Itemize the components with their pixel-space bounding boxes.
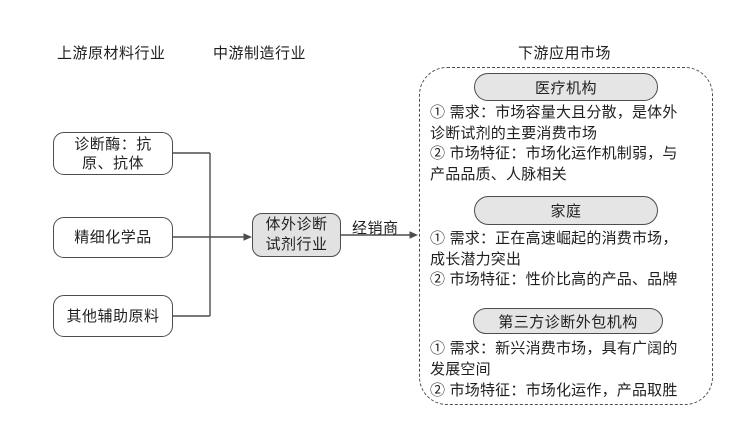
upstream-box-fine-chemicals: 精细化学品 (53, 217, 173, 258)
upstream-box-other-auxiliary-materials: 其他辅助原料 (53, 295, 173, 337)
pill-household: 家庭 (474, 196, 658, 225)
section-text-line: ① 需求：正在高速崛起的消费市场， (430, 230, 678, 247)
pill-medical-institutions: 医疗机构 (474, 73, 658, 101)
box-text-line: 其他辅助原料 (66, 307, 160, 325)
distributor-label: 经销商 (352, 220, 399, 237)
upstream-box-diagnostic-enzymes: 诊断酶：抗 原、抗体 (53, 132, 173, 175)
section-text-line: ② 市场特征：市场化运作，产品取胜 (430, 382, 678, 399)
arrowhead-icon (243, 233, 252, 241)
section-text-line: ② 市场特征：性价比高的产品、品牌 (430, 271, 678, 288)
pill-third-party-outsourcing: 第三方诊断外包机构 (473, 308, 663, 334)
section-text-line: ① 需求：新兴消费市场，具有广阔的 (430, 340, 678, 357)
pill-label: 医疗机构 (534, 79, 597, 97)
box-text-line: 诊断酶：抗 (74, 135, 152, 153)
midstream-box-ivd-reagent-industry: 体外诊断 试剂行业 (252, 213, 341, 257)
box-text-line: 精细化学品 (74, 229, 152, 246)
section-text-line: 成长潜力突出 (430, 250, 522, 268)
downstream-header: 下游应用市场 (518, 45, 612, 62)
midstream-header: 中游制造行业 (213, 45, 307, 62)
pill-label: 家庭 (550, 203, 582, 220)
arrowhead-icon (409, 231, 418, 239)
section-household-text: ① 需求：正在高速崛起的消费市场， 成长潜力突出 ② 市场特征：性价比高的产品、… (430, 229, 678, 291)
section-text-line: 发展空间 (430, 361, 491, 378)
section-third-party-text: ① 需求：新兴消费市场，具有广阔的 发展空间 ② 市场特征：市场化运作，产品取胜 (430, 338, 678, 401)
section-text-line: 诊断试剂的主要消费市场 (430, 124, 598, 142)
section-medical-institutions-text: ① 需求：市场容量大且分散，是体外 诊断试剂的主要消费市场 ② 市场特征：市场化… (430, 103, 678, 185)
section-text-line: ① 需求：市场容量大且分散，是体外 (430, 104, 678, 121)
upstream-merge-line (173, 152, 244, 317)
box-text-line: 体外诊断 (265, 216, 328, 233)
downstream-panel (419, 67, 713, 405)
section-text-line: 产品品质、人脉相关 (430, 165, 567, 183)
upstream-header: 上游原材料行业 (57, 45, 166, 62)
pill-label: 第三方诊断外包机构 (498, 313, 638, 331)
box-text-line: 试剂行业 (265, 236, 328, 253)
box-text-line: 原、抗体 (81, 154, 144, 172)
section-text-line: ② 市场特征：市场化运作机制弱，与 (430, 145, 678, 162)
